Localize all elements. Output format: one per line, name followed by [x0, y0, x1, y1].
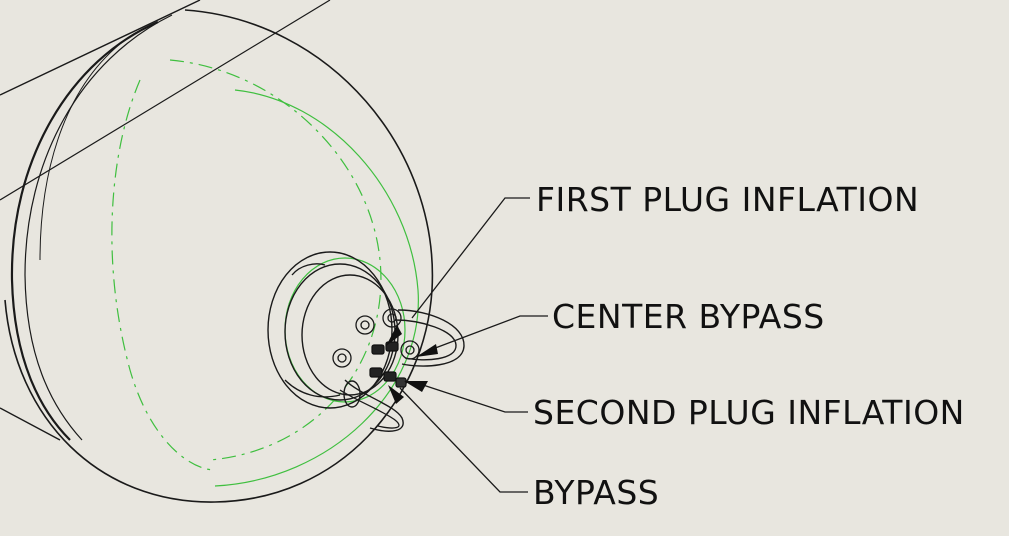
end-hub: [267, 251, 399, 409]
arrowhead-center-bypass: [416, 344, 438, 357]
arrowhead-second-plug: [404, 381, 428, 392]
cylinder-body: [0, 0, 434, 503]
callout-center-bypass: CENTER BYPASS: [552, 297, 825, 336]
center-fittings: [369, 341, 407, 388]
callout-bypass: BYPASS: [533, 473, 660, 512]
hex-nuts: [332, 308, 420, 368]
leader-second-plug-inflation: [419, 383, 528, 413]
leader-arrowheads: [386, 325, 438, 404]
callout-first-plug-inflation: FIRST PLUG INFLATION: [536, 180, 920, 219]
arrowhead-bypass: [388, 385, 404, 404]
leader-center-bypass: [429, 315, 548, 351]
callout-second-plug-inflation: SECOND PLUG INFLATION: [533, 393, 965, 432]
leader-first-plug-inflation: [411, 197, 530, 319]
arrowhead-first-plug: [386, 325, 402, 346]
leader-lines: [399, 197, 548, 493]
inflation-tubes: [339, 309, 465, 432]
leader-bypass: [399, 387, 528, 493]
